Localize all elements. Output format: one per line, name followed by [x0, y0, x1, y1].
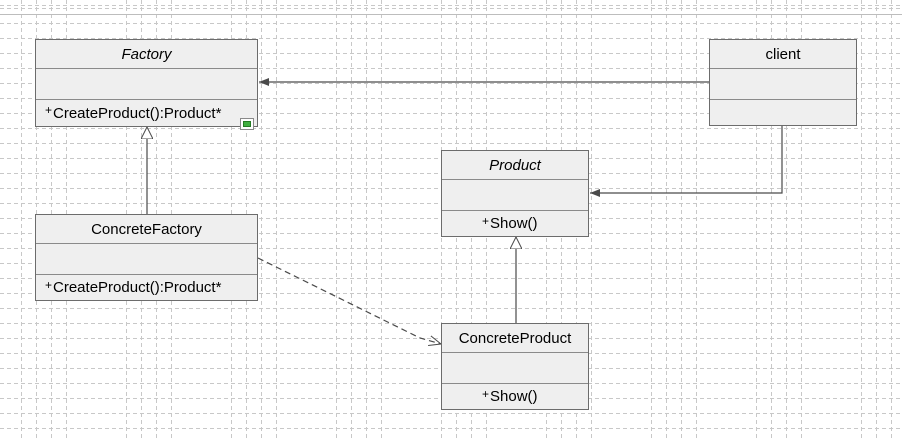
class-name-compartment: client: [710, 40, 856, 69]
class-concretefactory[interactable]: ConcreteFactory + CreateProduct():Produc…: [35, 214, 258, 301]
operations-compartment: + Show(): [442, 384, 588, 409]
public-visibility-icon: +: [45, 277, 53, 292]
operations-compartment: + Show(): [442, 211, 588, 236]
class-name-compartment: ConcreteFactory: [36, 215, 257, 244]
class-product[interactable]: Product + Show(): [441, 150, 589, 237]
class-concreteproduct-name: ConcreteProduct: [458, 329, 572, 347]
attributes-compartment: [36, 69, 257, 100]
operation-show: Show(): [490, 388, 538, 405]
operation-show: Show(): [490, 215, 538, 232]
attributes-compartment: [710, 69, 856, 100]
public-visibility-icon: +: [482, 386, 490, 401]
attributes-compartment: [442, 353, 588, 384]
class-concretefactory-name: ConcreteFactory: [91, 220, 202, 238]
operations-compartment: + CreateProduct():Product*: [36, 275, 257, 300]
class-client[interactable]: client: [709, 39, 857, 126]
class-name-compartment: ConcreteProduct: [442, 324, 588, 353]
class-factory-name: Factory: [121, 45, 172, 63]
public-visibility-icon: +: [482, 213, 490, 228]
operations-compartment: + CreateProduct():Product*: [36, 100, 257, 126]
operation-createproduct: CreateProduct():Product*: [53, 104, 222, 122]
attributes-compartment: [442, 180, 588, 211]
class-product-name: Product: [489, 156, 541, 174]
canvas-top-border: [0, 14, 902, 15]
public-visibility-icon: +: [45, 103, 53, 117]
association-client-product[interactable]: [590, 126, 783, 197]
operations-compartment: [710, 100, 856, 125]
class-name-compartment: Product: [442, 151, 588, 180]
operation-createproduct: CreateProduct():Product*: [53, 279, 222, 296]
minus-toggle-icon[interactable]: [240, 118, 254, 130]
attributes-compartment: [36, 244, 257, 275]
class-concreteproduct[interactable]: ConcreteProduct + Show(): [441, 323, 589, 410]
dependency-concretefactory-concreteproduct[interactable]: [257, 257, 441, 344]
class-factory[interactable]: Factory + CreateProduct():Product*: [35, 39, 258, 127]
class-name-compartment: Factory: [36, 40, 257, 69]
class-client-name: client: [765, 45, 801, 63]
